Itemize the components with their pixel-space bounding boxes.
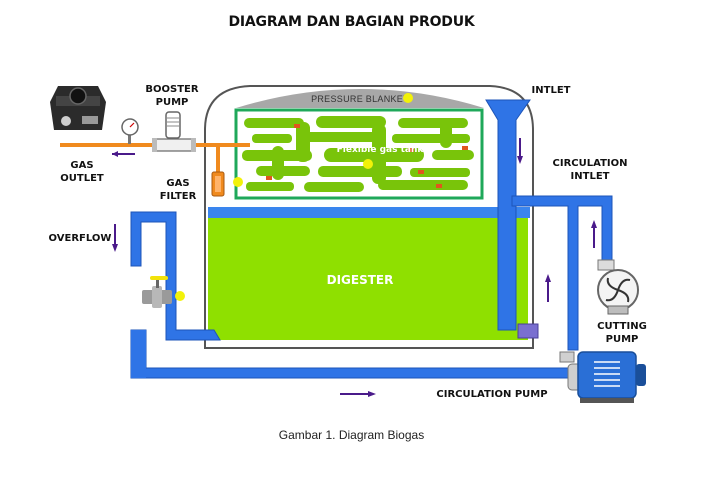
overflow-label: OVERFLOW <box>49 233 112 244</box>
diagram-caption: Gambar 1. Diagram Biogas <box>278 428 425 442</box>
circulation-inlet-label-1: CIRCULATION <box>553 158 628 169</box>
inlet-label: INTLET <box>532 85 571 96</box>
ball-valve-icon <box>142 276 172 308</box>
cutting-pump-icon <box>597 259 639 315</box>
gas-filter-label-2: FILTER <box>160 191 197 202</box>
circulation-pump-icon <box>559 351 646 403</box>
booster-pump-label-2: PUMP <box>156 97 189 108</box>
flexible-gas-tank <box>234 108 484 200</box>
gas-outlet-label-1: GAS <box>70 160 93 171</box>
diagram-title: DIAGRAM DAN BAGIAN PRODUK <box>228 14 475 30</box>
gas-tank-marker <box>363 159 373 169</box>
pressure-gauge-icon <box>121 118 139 144</box>
digester <box>208 216 498 340</box>
circulation-inlet-pipe <box>511 195 613 351</box>
digester-surface <box>208 207 530 218</box>
cutting-pump-label-2: PUMP <box>606 334 639 345</box>
inlet-outlet-box <box>517 323 539 339</box>
gas-filter-marker <box>233 177 243 187</box>
digester-label: DIGESTER <box>327 273 394 287</box>
circulation-pump-label: CIRCULATION PUMP <box>436 389 547 400</box>
flexible-gas-tank-label: Flexible gas tank <box>337 145 425 155</box>
gas-filter-icon <box>211 171 225 197</box>
inlet-funnel <box>485 99 531 331</box>
overflow-pipe <box>130 211 221 341</box>
booster-pump-icon <box>152 111 196 152</box>
pressure-blanket-label: PRESSURE BLANKET <box>311 94 409 104</box>
booster-pump-label-1: BOOSTER <box>145 84 198 95</box>
valve-marker <box>175 291 185 301</box>
pressure-blanket <box>236 89 484 108</box>
cutting-pump-label-1: CUTTING <box>597 321 647 332</box>
circulation-inlet-label-2: INTLET <box>571 171 610 182</box>
gas-filter-label-1: GAS <box>166 178 189 189</box>
gas-stove-icon <box>50 86 106 130</box>
pressure-blanket-marker <box>403 93 413 103</box>
gas-outlet-label-2: OUTLET <box>60 173 104 184</box>
